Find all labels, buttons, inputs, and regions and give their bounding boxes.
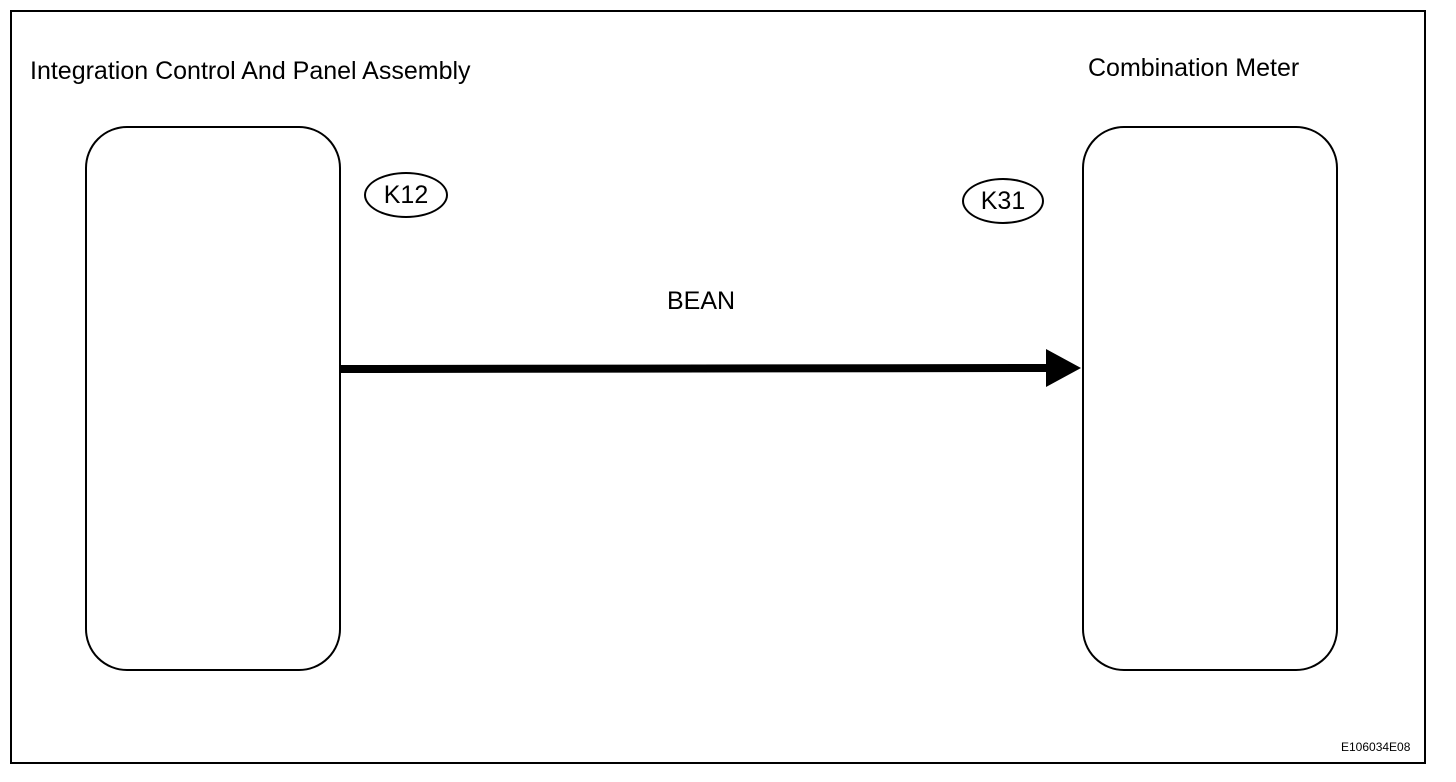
integration-control-panel-module <box>85 126 341 671</box>
bean-link-label: BEAN <box>667 287 736 315</box>
left-module-title: Integration Control And Panel Assembly <box>30 57 471 85</box>
combination-meter-module <box>1082 126 1338 671</box>
right-module-title: Combination Meter <box>1088 54 1300 82</box>
connector-k12-badge: K12 <box>364 172 448 218</box>
diagram-frame <box>10 10 1426 764</box>
connector-k31-badge: K31 <box>962 178 1044 224</box>
figure-code: E106034E08 <box>1341 740 1411 754</box>
